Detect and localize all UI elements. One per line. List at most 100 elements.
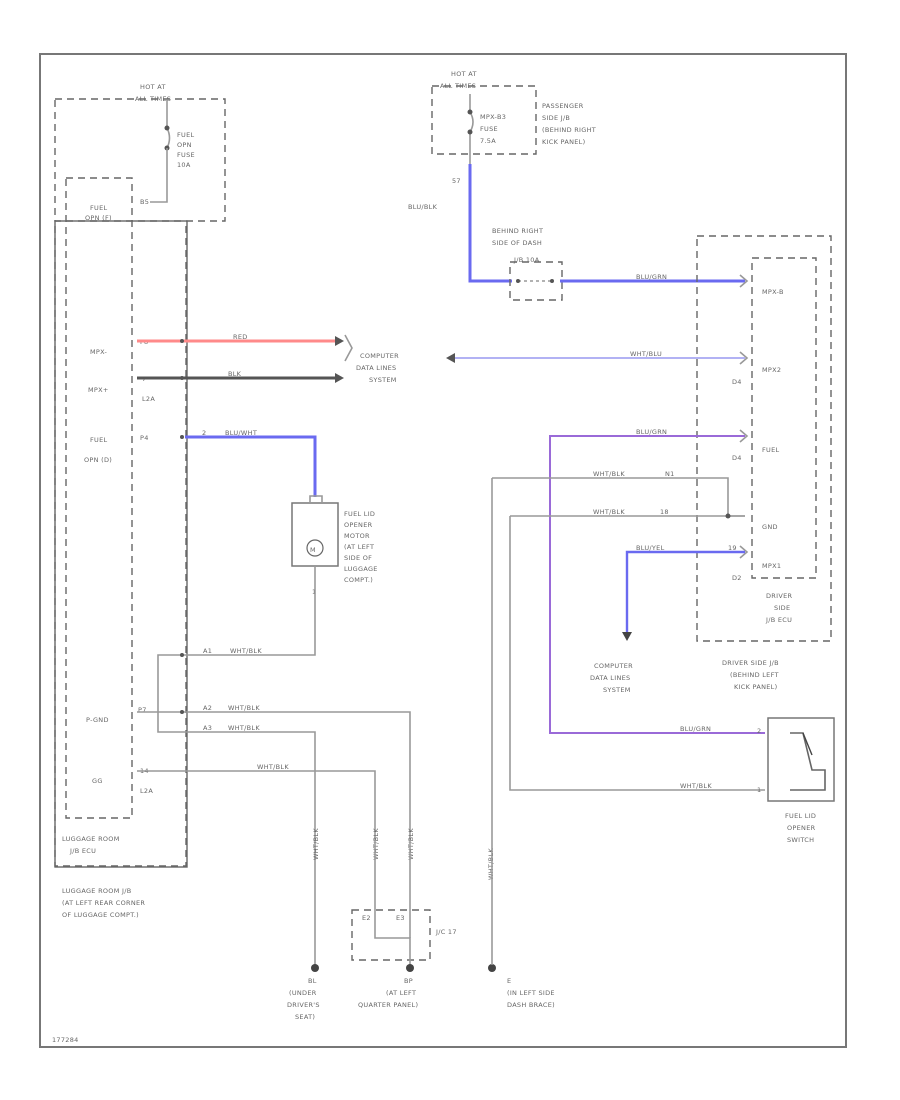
pin-fuel-opn-b2: OPN (F) xyxy=(85,214,112,222)
wire-red-dot xyxy=(180,339,184,343)
wire-red-arrow xyxy=(335,336,344,346)
pin-19: 19 xyxy=(728,544,737,552)
switch-l1: FUEL LID xyxy=(785,812,816,820)
wire-blu-blk-label: BLU/BLK xyxy=(408,203,438,211)
fuse-right-symbol xyxy=(469,94,474,164)
wire-wht-blk-gnd-down xyxy=(509,516,765,791)
drv-label-2: SIDE xyxy=(774,604,790,612)
drv-pin-fuel: FUEL xyxy=(762,446,780,454)
wire-blu-wht xyxy=(185,435,317,497)
wire-blu-grn-2-label: BLU/GRN xyxy=(636,428,667,436)
wire-blu-yel-label: BLU/YEL xyxy=(636,544,665,552)
pin-fuel-opn-d2: OPN (D) xyxy=(84,456,112,464)
wire-blu-grn-label: BLU/GRN xyxy=(636,273,667,281)
fuse-left-name3: FUSE xyxy=(177,151,195,159)
fuse-left-rating: 10A xyxy=(177,161,191,169)
switch-l3: SWITCH xyxy=(787,836,814,844)
behind-dash-l2: SIDE OF DASH xyxy=(492,239,542,247)
drv-chevron-4 xyxy=(739,545,749,559)
fuse-right-loc-4: KICK PANEL) xyxy=(542,138,585,146)
wire-motor-return xyxy=(157,566,316,733)
wire-wht-blk-4-label: WHT/BLK xyxy=(257,763,289,771)
drv-loc-3: KICK PANEL) xyxy=(734,683,777,691)
behind-dash-dot-1 xyxy=(516,279,520,283)
wire-red-label: RED xyxy=(233,333,248,341)
wire-blk-label: BLK xyxy=(228,370,242,378)
motor-l2: OPENER xyxy=(344,521,373,529)
pin-2: 2 xyxy=(202,429,206,437)
cdl1-bracket xyxy=(344,334,353,362)
pin-pgnd: P-GND xyxy=(86,716,109,724)
motor-symbol xyxy=(306,539,324,557)
motor-connector xyxy=(309,495,323,503)
luggage-jb-dashed-right xyxy=(54,221,187,867)
cdl2-l2: DATA LINES xyxy=(590,674,630,682)
motor-l5: SIDE OF xyxy=(344,554,372,562)
gnd-junction-dot xyxy=(725,513,731,519)
drv-conn-d4b: D4 xyxy=(732,454,742,462)
cdl1-l2: DATA LINES xyxy=(356,364,396,372)
pin-1: 1 xyxy=(312,588,316,596)
ground-bp-2: (AT LEFT xyxy=(386,989,416,997)
pin-fuel-opn-b: FUEL xyxy=(90,204,108,212)
wire-blu-wht-label: BLU/WHT xyxy=(225,429,257,437)
drv-pin-mpx2: MPX2 xyxy=(762,366,781,374)
switch-l2: OPENER xyxy=(787,824,816,832)
pin-mpx-minus: MPX- xyxy=(90,348,108,356)
wire-wht-blk-7-label: WHT/BLK xyxy=(230,647,262,655)
drv-pin-mpx-b: MPX-B xyxy=(762,288,784,296)
ground-bp xyxy=(406,964,414,972)
pin-p4: P4 xyxy=(140,434,149,442)
ground-e xyxy=(488,964,496,972)
luggage-jb-loc-3: OF LUGGAGE COMPT.) xyxy=(62,911,139,919)
fuse-left-hot-1: HOT AT xyxy=(140,83,166,91)
fuse-left-dot-1 xyxy=(164,125,170,131)
ground-e-3: DASH BRACE) xyxy=(507,1001,555,1009)
luggage-room-jb-ecu xyxy=(65,177,133,819)
jc-pin-e2: E2 xyxy=(362,914,371,922)
wire-wht-blk-label: WHT/BLK xyxy=(593,470,625,478)
ground-bp-3: QUARTER PANEL) xyxy=(358,1001,418,1009)
behind-dash-l3: J/B 10A xyxy=(513,256,540,264)
wire-wht-blu-label: WHT/BLU xyxy=(630,350,662,358)
wire-pgnd xyxy=(137,711,411,840)
motor-m-icon: M xyxy=(310,546,316,554)
cdl2-l1: COMPUTER xyxy=(594,662,633,670)
drv-conn-d2: D2 xyxy=(732,574,742,582)
drv-loc-2: (BEHIND LEFT xyxy=(730,671,779,679)
vlabel-3: WHT/BLK xyxy=(407,828,415,860)
cdl1-l1: COMPUTER xyxy=(360,352,399,360)
motor-l4: (AT LEFT xyxy=(344,543,374,551)
drv-label-1: DRIVER xyxy=(766,592,792,600)
pin-mpx-plus: MPX+ xyxy=(88,386,109,394)
ground-bp-1: BP xyxy=(404,977,413,985)
drv-conn-d4: D4 xyxy=(732,378,742,386)
fuel-lid-switch xyxy=(767,717,835,802)
vlabel-1: WHT/BLK xyxy=(312,828,320,860)
pin-a2: A2 xyxy=(203,704,212,712)
wire-wht-blk-2-label: WHT/BLK xyxy=(228,704,260,712)
ground-e-2: (IN LEFT SIDE xyxy=(507,989,555,997)
pgnd-dot xyxy=(180,710,184,714)
behind-dash-l1: BEHIND RIGHT xyxy=(492,227,543,235)
luggage-jb-loc-2: (AT LEFT REAR CORNER xyxy=(62,899,145,907)
pin-b5: B5 xyxy=(140,198,149,206)
drv-pin-gnd: GND xyxy=(762,523,778,531)
wire-blu-grn-3-label: BLU/GRN xyxy=(680,725,711,733)
pin-p7: P7 xyxy=(138,706,147,714)
drv-chevron-3 xyxy=(739,429,749,443)
fuse-left-name2: OPN xyxy=(177,141,192,149)
pin-fuel-opn-d: FUEL xyxy=(90,436,108,444)
ground-bl-1: BL xyxy=(308,977,317,985)
pin-2-switch: 2 xyxy=(757,727,761,735)
motor-l3: MOTOR xyxy=(344,532,370,540)
fuse-left-out xyxy=(150,148,168,203)
fuse-right-loc-2: SIDE J/B xyxy=(542,114,570,122)
fuse-right-hot-2: ALL TIMES xyxy=(440,82,476,90)
ground-bl-4: SEAT) xyxy=(295,1013,315,1021)
vlabel-4: WHT/BLK xyxy=(487,848,495,880)
jc17-wire xyxy=(374,840,411,965)
wire-blu-yel xyxy=(625,550,745,632)
pin-18: 18 xyxy=(660,508,669,516)
wire-blu-grn-2 xyxy=(549,435,765,734)
